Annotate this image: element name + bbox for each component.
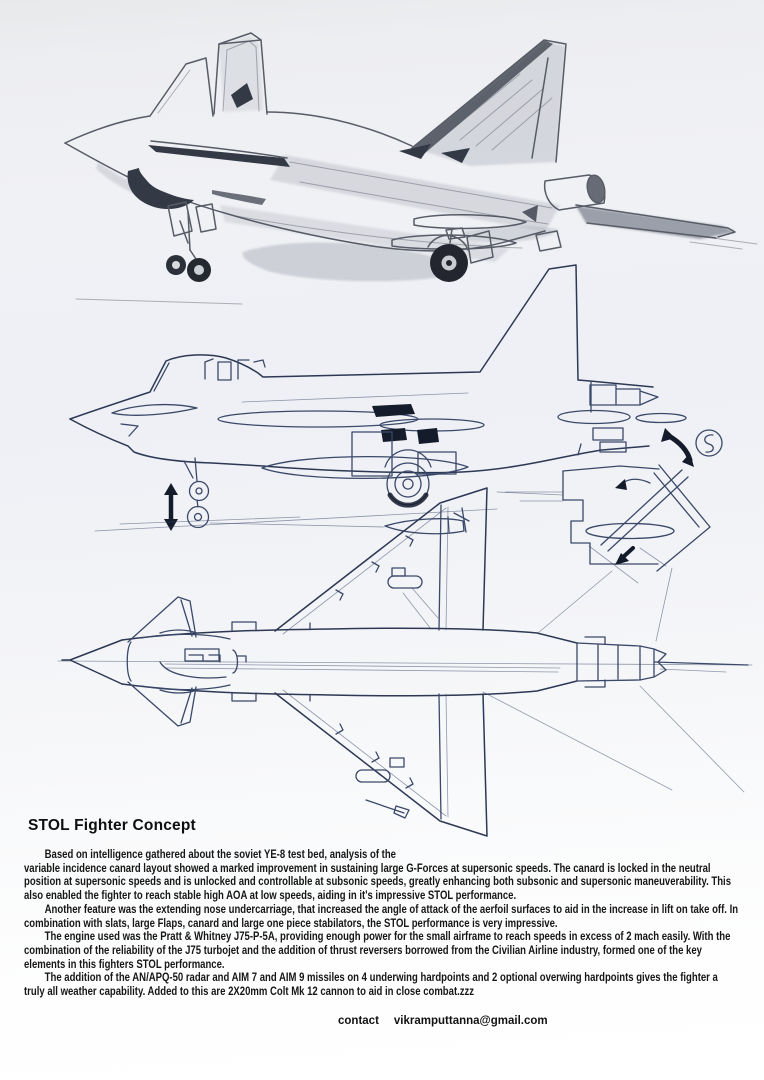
wing-plan-upper [274,487,488,635]
body-paragraph: The addition of the AN/APQ-50 radar and … [24,970,718,999]
contact-email: vikramputtanna@gmail.com [393,1015,548,1027]
body-paragraph: Based on intelligence gathered about the… [44,847,396,861]
contact-label: contact [338,1015,379,1027]
fuel-tank [261,455,469,480]
intake-lip [127,168,194,210]
body-paragraph: variable incidence canard layout showed … [24,860,732,903]
canard-profile [111,403,198,416]
canard-plan [127,596,198,727]
nose-gear [166,201,217,282]
open-canopy [213,32,268,115]
rotation-symbol [695,429,723,457]
main-gear [427,228,494,282]
body-paragraph: The engine used was the Pratt & Whitney … [24,929,731,971]
contact-line: contact vikramputtanna@gmail.com [338,1015,548,1027]
plan-view-sketch [57,487,753,837]
cockpit-plan [126,633,247,691]
aft-missile [384,507,470,535]
wing-plan-lower [274,689,488,837]
nose-gear-extended [183,457,210,529]
nose-gear-extension-arrow [164,483,178,531]
side-view-sketch [69,264,723,642]
stabilator-motion-arrow [661,428,694,467]
page-title: STOL Fighter Concept [28,817,196,834]
pitot-probe [365,799,410,819]
body-text: Based on intelligence gathered about the… [24,847,740,999]
stabilator [575,204,758,250]
perspective-sketch [64,32,758,305]
canard-surface [148,145,290,167]
thrust-reverser-detail [504,464,711,642]
tail-fin [411,39,567,163]
main-wheel [384,449,432,508]
body-paragraph: Another feature was the extending nose u… [24,901,739,930]
